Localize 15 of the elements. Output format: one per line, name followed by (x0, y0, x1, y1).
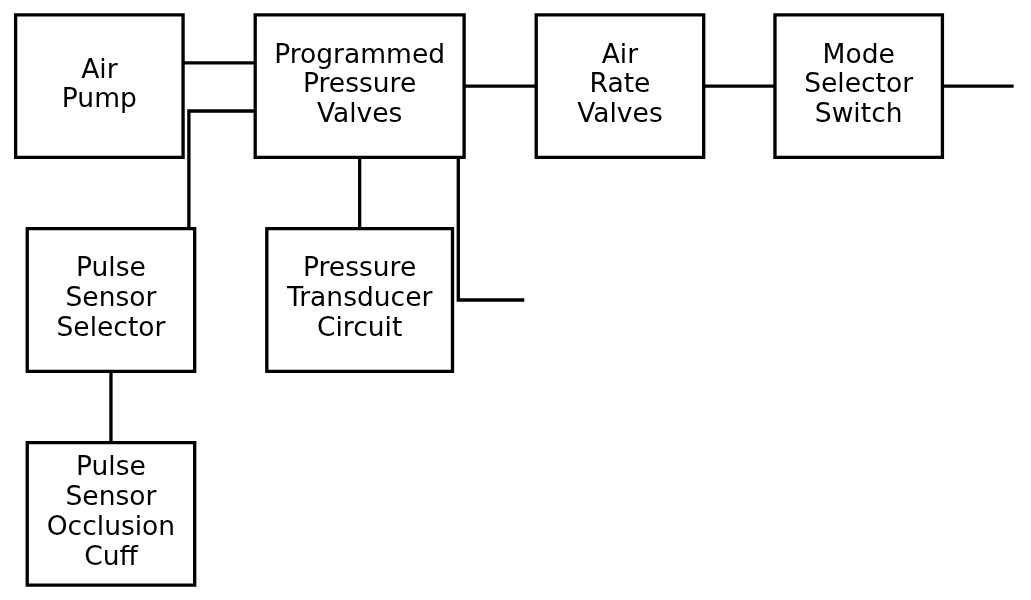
node-box: Pressure Transducer Circuit (265, 227, 455, 373)
connector (464, 84, 537, 88)
connector (358, 157, 362, 228)
connector (704, 84, 775, 88)
node-box: Mode Selector Switch (773, 13, 945, 160)
connector (109, 371, 113, 442)
connector (183, 61, 255, 65)
node-box: Air Rate Valves (534, 13, 706, 160)
node-box: Programmed Pressure Valves (253, 13, 466, 160)
node-box: Pulse Sensor Selector (25, 227, 197, 373)
connector (456, 157, 525, 302)
node-box: Pulse Sensor Occlusion Cuff (25, 440, 197, 587)
connector (187, 109, 255, 229)
connector (942, 84, 1014, 88)
node-box: Air Pump (13, 13, 185, 160)
